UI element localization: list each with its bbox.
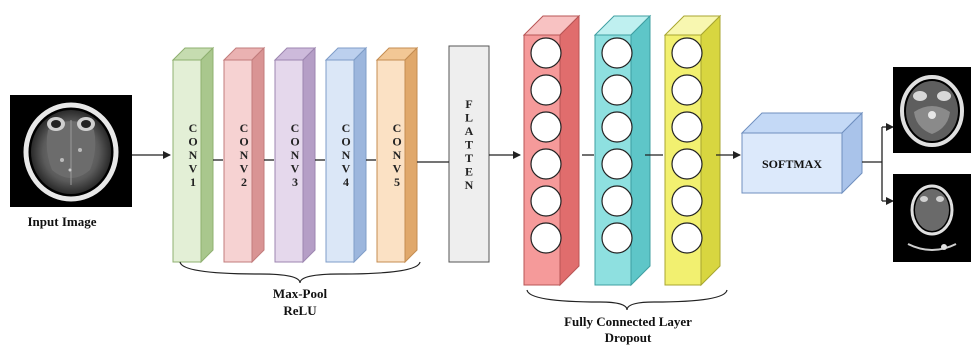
conv-layer-4-side-face: [353, 46, 367, 264]
fc-group-brace: [526, 289, 728, 311]
neuron: [530, 148, 562, 180]
neuron: [530, 185, 562, 217]
neuron: [601, 37, 633, 69]
neuron: [601, 74, 633, 106]
conv-group-label-line2: ReLU: [283, 303, 317, 318]
neuron: [601, 185, 633, 217]
conv-layer-1-side-face: [200, 46, 214, 264]
fc-layer-2-side-face: [630, 14, 651, 287]
conv-layer-2-side-face: [251, 46, 265, 264]
conv-layer-3-side-face: [302, 46, 316, 264]
conv-group-label-line1: Max-Pool: [273, 286, 328, 301]
output-image-2: [893, 174, 971, 262]
neuron: [671, 148, 703, 180]
softmax-label: SOFTMAX: [762, 157, 822, 171]
conv-layer-3: [273, 46, 317, 264]
softmax-box-front-face: [741, 132, 843, 194]
fc-layer-1-side-face: [559, 14, 580, 287]
neuron: [530, 37, 562, 69]
conv-layer-1-front-face: [172, 59, 202, 263]
conv-layer-2-front-face: [223, 59, 253, 263]
neuron: [601, 148, 633, 180]
output-image-1: [893, 67, 971, 153]
conv-layer-2: [222, 46, 266, 264]
fc-layer-2: [593, 14, 652, 287]
conv-layer-3-front-face: [274, 59, 304, 263]
neuron: [601, 222, 633, 254]
softmax-layer: SOFTMAX: [740, 111, 864, 195]
neuron: [671, 222, 703, 254]
conv-layer-5: [375, 46, 419, 264]
neuron: [530, 222, 562, 254]
neuron: [671, 74, 703, 106]
conv-layer-5-side-face: [404, 46, 418, 264]
softmax-box-top-face: [740, 112, 864, 134]
conv-group-brace: [179, 261, 421, 284]
neuron: [530, 74, 562, 106]
connectors: [132, 123, 894, 205]
fc-group-label-line1: Fully Connected Layer: [564, 314, 692, 329]
input-image: [10, 95, 132, 207]
conv-layer-4: [324, 46, 368, 264]
neuron: [671, 185, 703, 217]
neuron: [530, 111, 562, 143]
fc-layer-3: [663, 14, 722, 287]
neuron: [671, 111, 703, 143]
fc-layer-1: [522, 14, 581, 287]
fc-group-label-line2: Dropout: [605, 330, 652, 345]
conv-layer-4-front-face: [325, 59, 355, 263]
conv-layer-1: [171, 46, 215, 264]
neuron: [601, 111, 633, 143]
neuron: [671, 37, 703, 69]
fully-connected-layers: [522, 14, 722, 287]
input-image-label: Input Image: [28, 214, 97, 229]
fc-layer-3-side-face: [700, 14, 721, 287]
softmax-box: [740, 111, 864, 195]
conv-layer-5-front-face: [376, 59, 406, 263]
